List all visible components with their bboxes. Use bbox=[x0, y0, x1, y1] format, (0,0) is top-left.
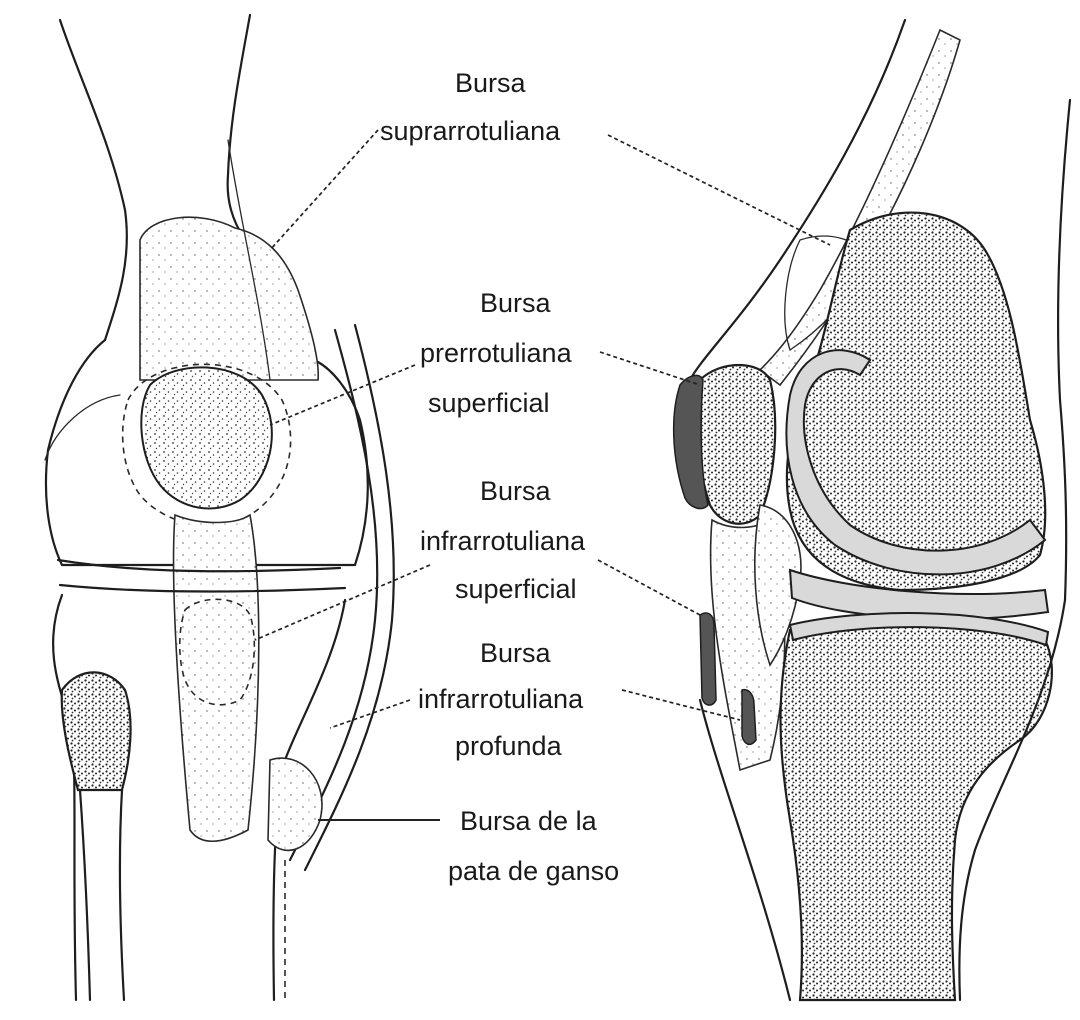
label-suprarrotuliana-1: Bursa bbox=[455, 68, 527, 98]
label-infra-superficial-2: infrarrotuliana bbox=[420, 526, 586, 556]
tibia-lateral bbox=[781, 620, 1052, 1000]
label-infra-superficial-3: superficial bbox=[455, 574, 577, 604]
labels: Bursa suprarrotuliana Bursa prerrotulian… bbox=[380, 68, 619, 886]
infrapatellar-bursa-superficial-lateral bbox=[700, 613, 716, 705]
leader-infra-superficial-left bbox=[255, 565, 430, 640]
fibula-shaft-left bbox=[80, 790, 90, 1000]
tibia-outline-front bbox=[53, 595, 76, 1000]
label-infra-profunda-2: infrarrotuliana bbox=[418, 684, 584, 714]
label-infra-profunda-1: Bursa bbox=[480, 638, 552, 668]
thigh-back-outline bbox=[1058, 100, 1070, 600]
pes-anserinus-bursa-front bbox=[268, 758, 322, 850]
label-prerrotuliana-1: Bursa bbox=[480, 288, 552, 318]
patellar-tendon-front bbox=[173, 515, 258, 841]
leader-infra-superficial-right bbox=[598, 560, 700, 615]
infrapatellar-bursa-deep-lateral bbox=[742, 690, 756, 745]
label-prerrotuliana-3: superficial bbox=[428, 388, 550, 418]
leader-infra-profunda-right bbox=[622, 690, 740, 720]
fibula-head bbox=[62, 672, 131, 790]
label-infra-profunda-3: profunda bbox=[455, 731, 563, 761]
lateral-view bbox=[674, 20, 1070, 1000]
patella-front bbox=[141, 367, 272, 508]
fibula-shaft bbox=[120, 790, 124, 1000]
medial-condyle-line bbox=[45, 395, 120, 460]
patella-lateral bbox=[696, 365, 775, 524]
label-prerrotuliana-2: prerrotuliana bbox=[420, 338, 573, 368]
label-pata-de-ganso-2: pata de ganso bbox=[448, 856, 619, 886]
anterior-view bbox=[45, 15, 394, 1000]
thigh-outline-left bbox=[60, 20, 127, 340]
leader-suprarrotuliana-left bbox=[270, 130, 378, 250]
label-suprarrotuliana-2: suprarrotuliana bbox=[380, 116, 561, 146]
label-infra-superficial-1: Bursa bbox=[480, 476, 552, 506]
label-pata-de-ganso-1: Bursa de la bbox=[460, 806, 598, 836]
leader-suprarrotuliana-right bbox=[608, 135, 830, 245]
suprapatellar-bursa-front bbox=[140, 217, 318, 380]
